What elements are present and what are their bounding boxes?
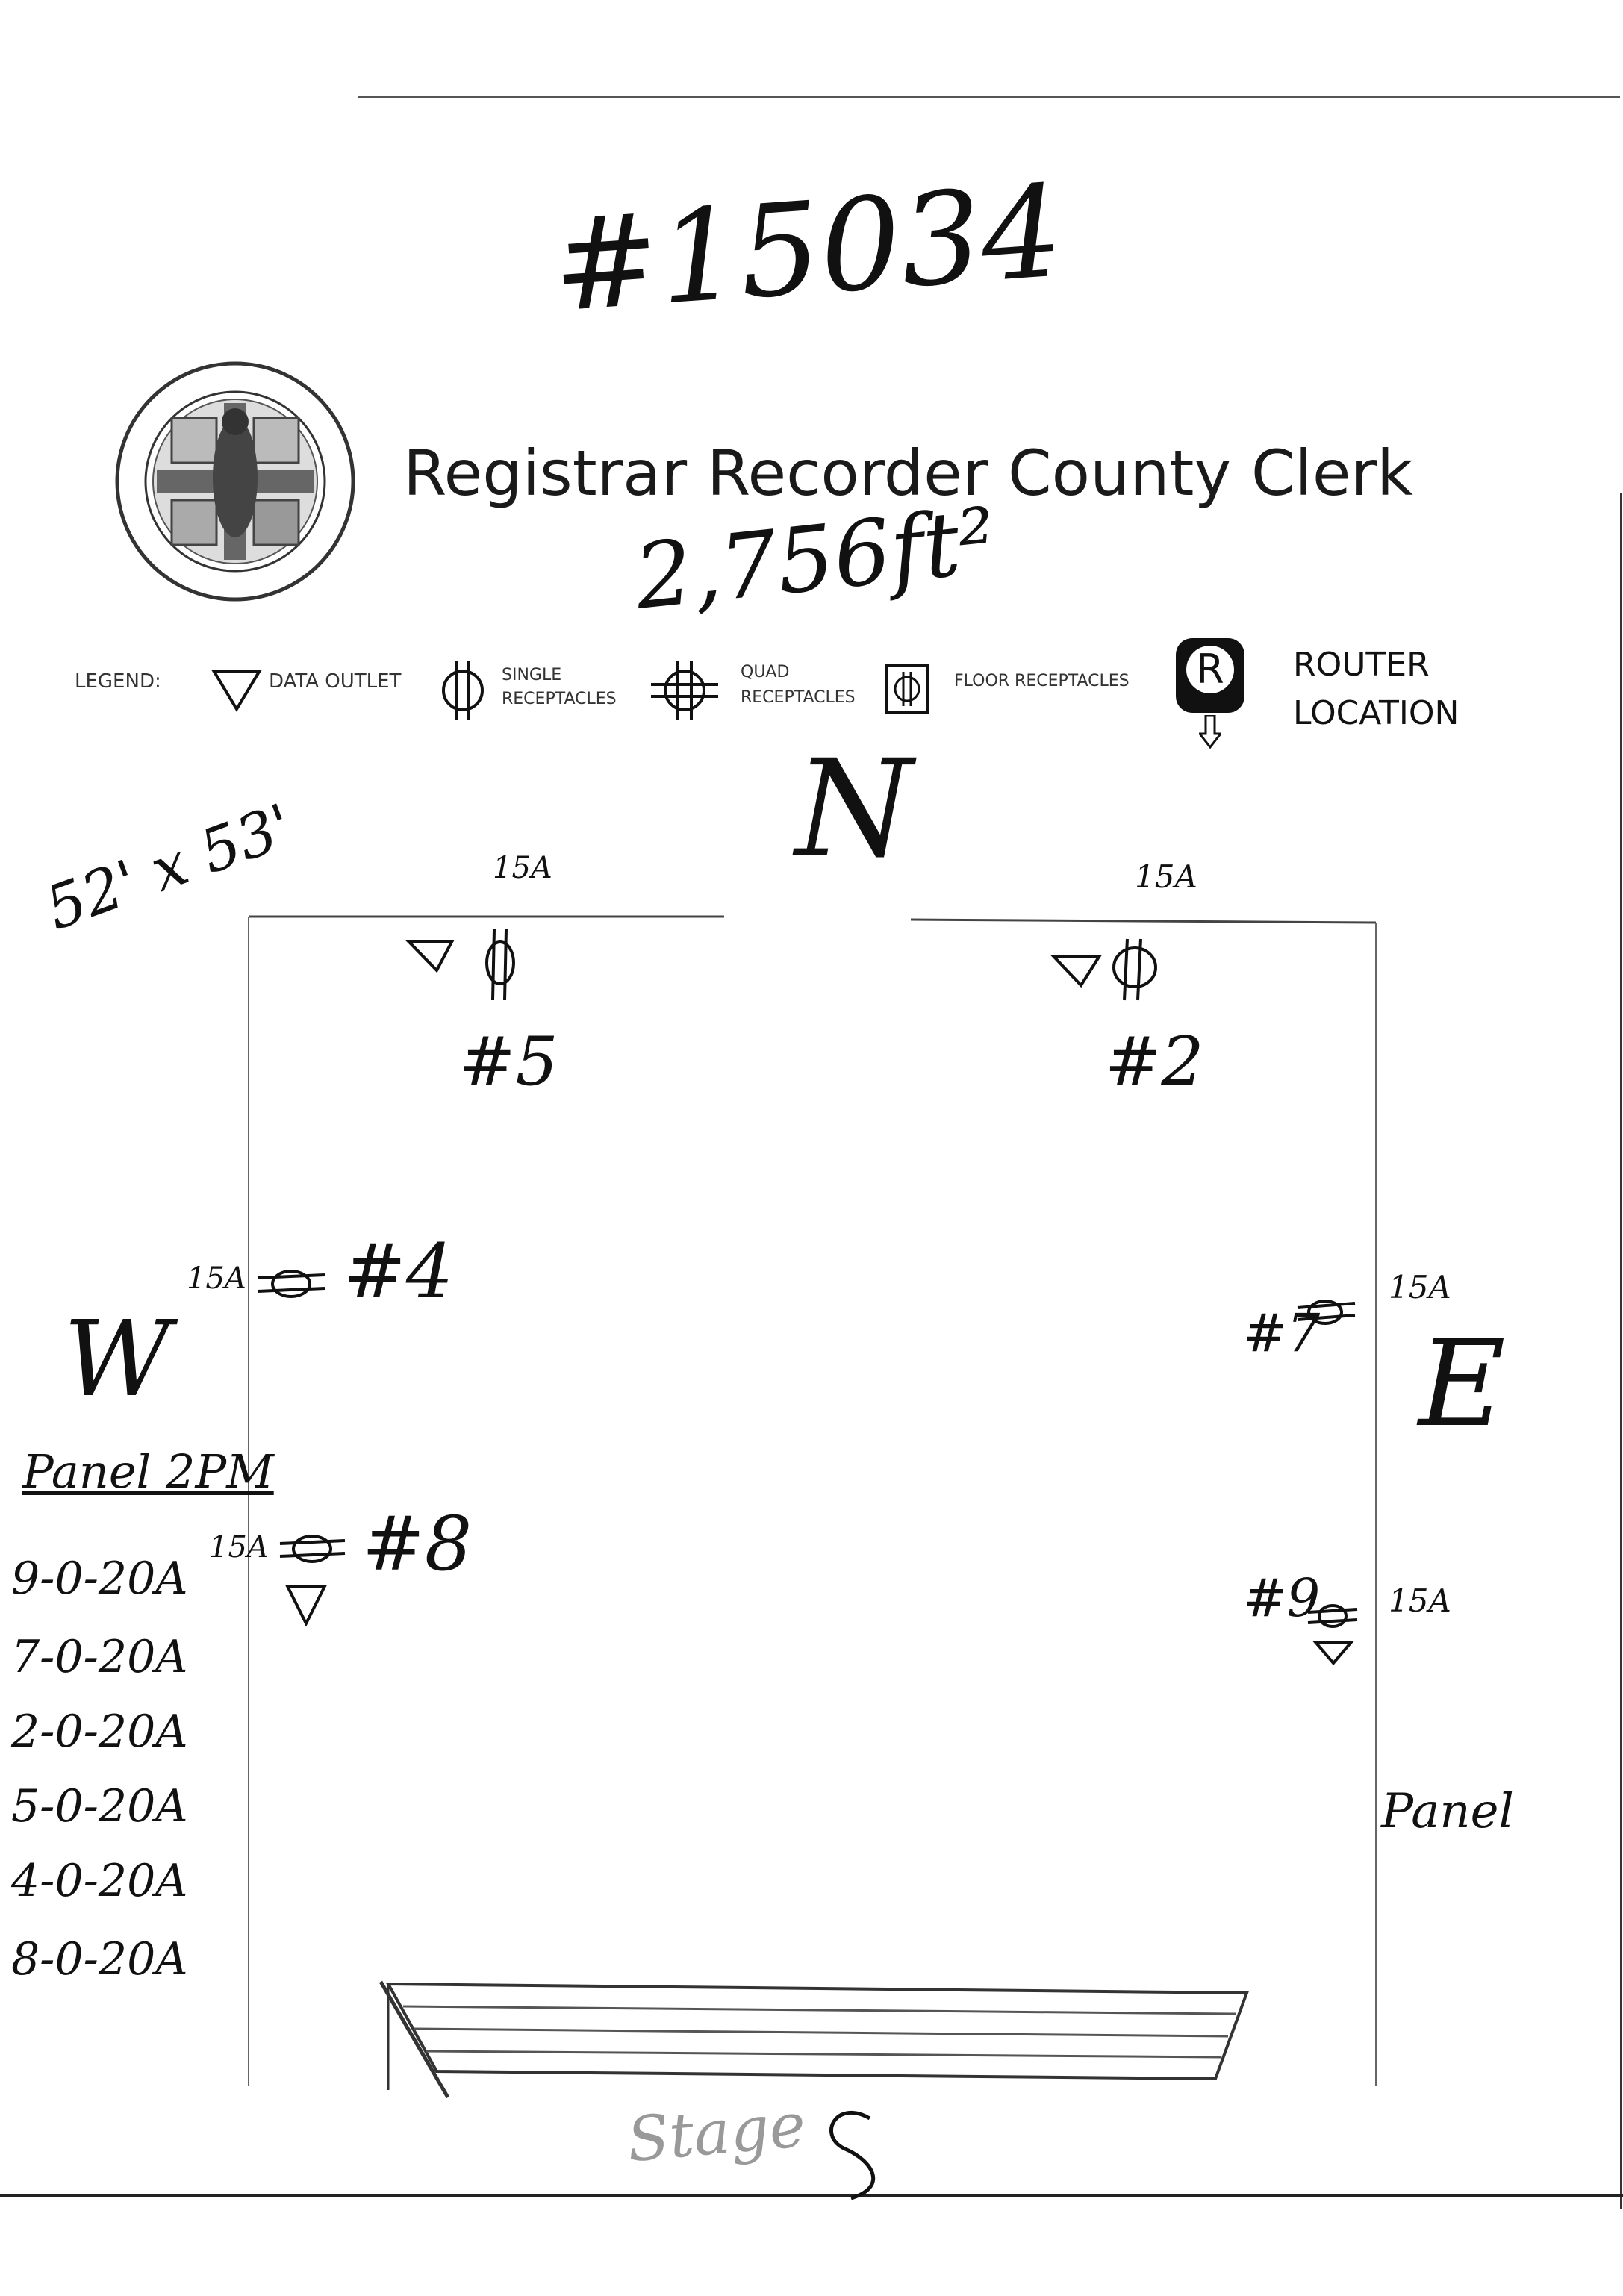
panel-list-title: Panel 2PM	[22, 1444, 274, 1499]
circuit-7: #7	[1243, 1303, 1321, 1364]
circuit-5: #5	[459, 1023, 558, 1101]
amp-label-9: 15A	[1389, 1582, 1451, 1619]
circuit-4: #4	[343, 1228, 454, 1315]
data-outlet-icon	[211, 670, 262, 712]
outlet-8-symbols	[279, 1535, 346, 1627]
outlet-4-symbols	[257, 1270, 325, 1298]
outlet-5-symbols	[405, 929, 515, 1001]
circuit-9: #9	[1243, 1567, 1321, 1629]
east-label: E	[1418, 1314, 1506, 1453]
panel-circuit-6: 8-0-20A	[11, 1933, 188, 1985]
amp-label-5: 15A	[493, 851, 552, 885]
legend-floor: FLOOR RECEPTACLES	[954, 672, 1130, 690]
legend-quad-line2: RECEPTACLES	[741, 688, 856, 707]
outlet-9-symbols	[1307, 1604, 1358, 1666]
router-arrow-icon	[1199, 715, 1221, 749]
amp-label-7: 15A	[1389, 1269, 1451, 1305]
legend-router-line1: ROUTER	[1293, 646, 1430, 684]
legend-single-line2: RECEPTACLES	[502, 690, 617, 708]
scan-border-right	[1620, 493, 1622, 2209]
scan-border-top	[358, 96, 1620, 98]
legend-router-line2: LOCATION	[1293, 694, 1460, 732]
legend-data-outlet: DATA OUTLET	[269, 670, 402, 693]
router-location-icon: R	[1176, 638, 1244, 713]
floor-receptacle-icon	[885, 664, 929, 714]
panel-east-label: Panel	[1381, 1784, 1514, 1839]
legend-single-line1: SINGLE	[502, 666, 562, 684]
panel-circuit-2: 7-0-20A	[11, 1631, 188, 1683]
quad-receptacle-icon	[651, 661, 718, 720]
circuit-8: #8	[362, 1500, 473, 1588]
panel-circuit-1: 9-0-20A	[11, 1553, 188, 1605]
panel-circuit-3: 2-0-20A	[11, 1706, 188, 1758]
amp-label-4: 15A	[187, 1261, 246, 1296]
legend-quad-line1: QUAD	[741, 663, 790, 681]
router-badge: R	[1186, 646, 1234, 693]
outlet-7-symbols	[1297, 1300, 1356, 1325]
scan-border-bottom	[0, 2194, 1623, 2197]
south-mark	[829, 2111, 876, 2200]
single-receptacle-icon	[442, 661, 484, 720]
north-label: N	[795, 731, 913, 887]
panel-circuit-5: 4-0-20A	[11, 1855, 188, 1907]
panel-circuit-4: 5-0-20A	[11, 1780, 188, 1832]
stage-outline	[379, 1980, 1249, 2099]
amp-label-2: 15A	[1135, 858, 1197, 895]
amp-label-8: 15A	[209, 1530, 269, 1565]
outlet-2-symbols	[1050, 938, 1157, 1001]
page-title: Registrar Recorder County Clerk	[403, 437, 1413, 510]
legend-label: LEGEND:	[75, 670, 161, 693]
county-seal-icon	[115, 361, 355, 602]
circuit-2: #2	[1105, 1023, 1204, 1101]
west-label: W	[63, 1299, 171, 1420]
